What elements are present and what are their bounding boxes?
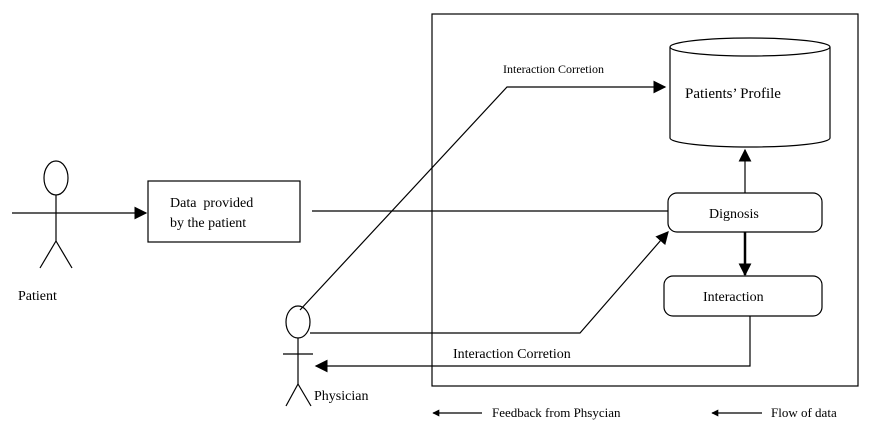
diagnosis-label: Dignosis: [709, 207, 759, 222]
legend-feedback-label: Feedback from Phsycian: [492, 405, 621, 420]
interaction-label: Interaction: [703, 290, 764, 305]
legend-flow-label: Flow of data: [771, 405, 837, 420]
system-boundary: [431, 13, 859, 387]
top-correction-label: Interaction Corretion: [503, 62, 604, 76]
patients-profile-cylinder: [669, 37, 831, 148]
patient-actor: [39, 160, 73, 269]
interaction-to-physician-arrow: [314, 316, 751, 373]
physician-label: Physician: [314, 389, 368, 404]
patient-label: Patient: [18, 289, 57, 304]
legend: Feedback from Phsycian Flow of data: [432, 405, 837, 420]
physician-to-diagnosis-arrow: [310, 231, 669, 334]
data-provided-line1: Data provided: [170, 196, 253, 211]
data-provided-box: [147, 180, 301, 243]
physician-to-profile-arrow: [299, 80, 667, 311]
physician-actor: [283, 305, 313, 407]
bottom-correction-label: Interaction Corretion: [453, 347, 571, 362]
data-provided-line2: by the patient: [170, 216, 246, 231]
patients-profile-label: Patients’ Profile: [685, 86, 781, 102]
